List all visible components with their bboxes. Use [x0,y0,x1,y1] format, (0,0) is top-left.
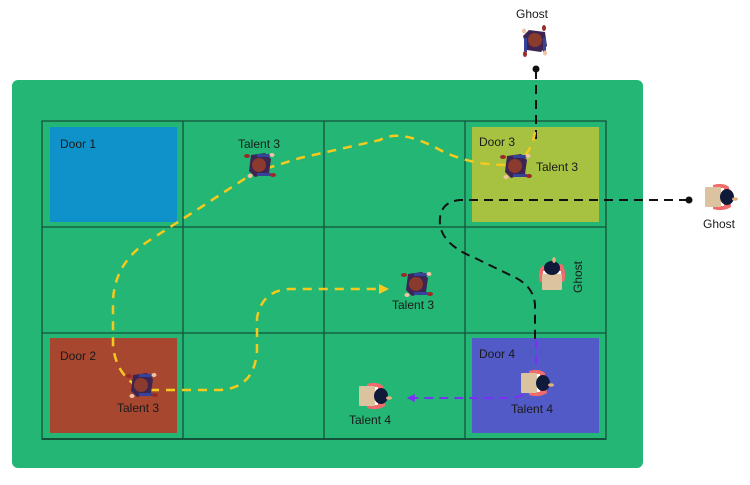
talent3-figure-center[interactable]: Talent 3 [392,272,434,312]
door-2-label: Door 2 [60,349,96,363]
ghost-right-label: Ghost [703,217,736,231]
ghost-top-label: Ghost [516,7,549,21]
talent3-path-to-center [150,284,389,392]
door-3-label: Door 3 [479,135,515,149]
person-walking-icon [522,25,547,57]
talent3-label-center: Talent 3 [392,298,434,312]
ghost-path-right-start-dot [685,196,693,204]
talent3-label-door3: Talent 3 [536,160,578,174]
ghost-middle-figure[interactable]: Ghost [538,257,585,293]
door-1-area[interactable] [50,127,177,222]
ghost-path-right [438,199,688,340]
ghost-right-figure[interactable]: Ghost [703,183,738,231]
talent4-figure-door4[interactable]: Talent 4 [511,369,554,416]
talent3-figure-room-b1[interactable]: Talent 3 [238,137,280,178]
talent4-label-room-c3: Talent 4 [349,413,391,427]
ghost-top-figure[interactable]: Ghost [516,7,549,57]
talent3-figure-door3[interactable]: Talent 3 [500,154,578,179]
person-carrying-box-icon [705,183,738,211]
talent3-label-door2: Talent 3 [117,401,159,415]
talent3-label-room-b1: Talent 3 [238,137,280,151]
talent3-figure-door2[interactable]: Talent 3 [117,373,159,415]
ghost-middle-label: Ghost [571,260,585,293]
door-1-label: Door 1 [60,137,96,151]
ghost-path-top-start-dot [532,65,540,73]
door-4-label: Door 4 [479,347,515,361]
talent4-figure-room-c3[interactable]: Talent 4 [349,382,392,427]
talent4-label-door4: Talent 4 [511,402,553,416]
door-3-area[interactable] [472,127,599,222]
